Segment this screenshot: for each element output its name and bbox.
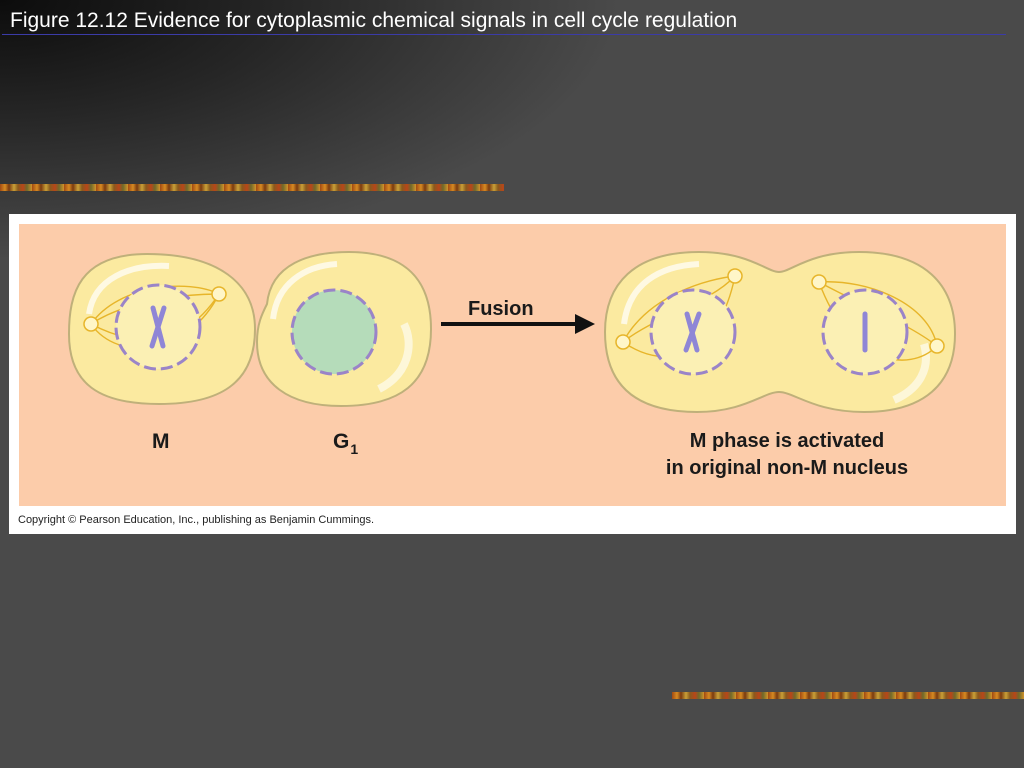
g1-nucleus — [290, 288, 378, 376]
label-result: M phase is activated in original non-M n… — [615, 428, 959, 482]
fused-cell-centrosome-3 — [811, 274, 827, 290]
title-underline — [2, 34, 1006, 35]
label-result-line1: M phase is activated — [689, 430, 885, 452]
g1-phase-cell — [255, 250, 433, 408]
label-result-line2: in original non-M nucleus — [665, 457, 909, 479]
m-cell-centrosome-right — [211, 286, 227, 302]
label-fusion: Fusion — [468, 298, 534, 320]
m-cell-centrosome-left — [83, 316, 99, 332]
cell-fusion-diagram — [67, 250, 957, 414]
fused-cell-centrosome-1 — [615, 334, 631, 350]
m-cell-chromosome — [149, 305, 167, 349]
decorative-bar-top — [0, 184, 504, 191]
label-g1-phase: G1 — [333, 430, 359, 457]
copyright-notice: Copyright © Pearson Education, Inc., pub… — [18, 514, 375, 526]
figure-card: M G1 Fusion M phase is activated in orig… — [9, 214, 1016, 534]
fused-cell — [603, 250, 957, 414]
fused-cell-centrosome-4 — [929, 338, 945, 354]
fused-cell-chromosome-left — [683, 311, 702, 353]
fused-cell-centrosome-2 — [727, 268, 743, 284]
decorative-bar-bottom — [672, 692, 1024, 699]
fusion-arrow — [441, 314, 595, 334]
figure-panel: M G1 Fusion M phase is activated in orig… — [19, 224, 1006, 506]
label-m-phase: M — [152, 430, 170, 453]
label-g1-subscript: 1 — [350, 441, 359, 457]
label-g1-letter: G — [333, 430, 350, 453]
slide-title: Figure 12.12 Evidence for cytoplasmic ch… — [10, 9, 738, 32]
m-phase-cell — [67, 252, 257, 406]
